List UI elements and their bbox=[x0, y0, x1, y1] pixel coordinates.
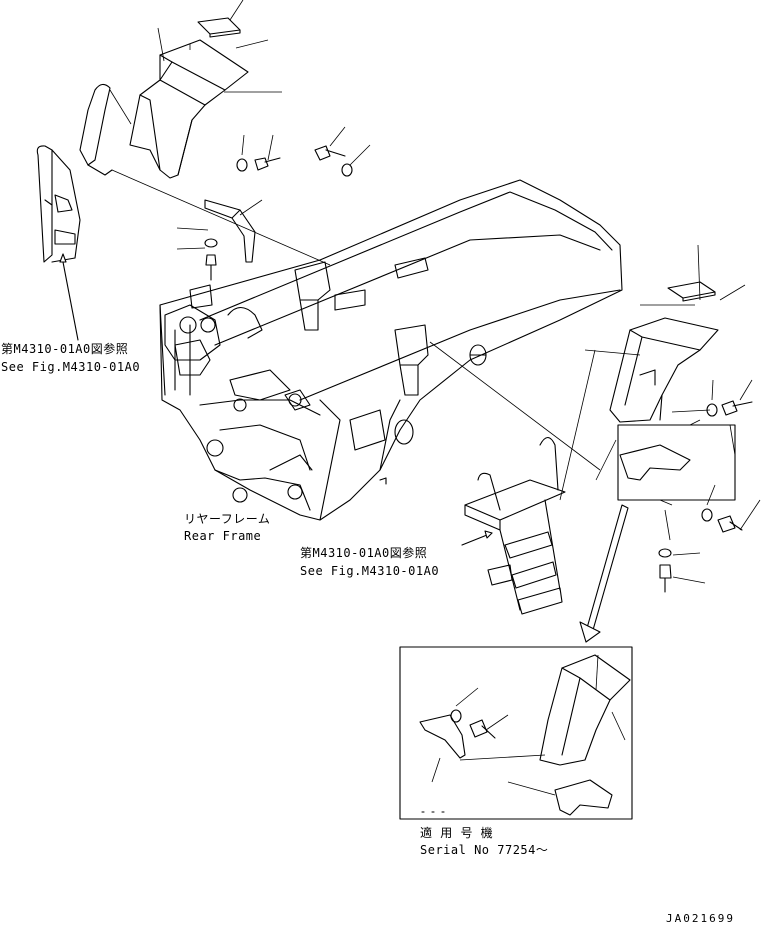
frame-mounts bbox=[294, 257, 487, 396]
serial-en: Serial No 77254～ bbox=[420, 843, 549, 857]
ref-mid-jp: 第M4310-01A0図参照 bbox=[300, 546, 428, 560]
left-fender-cover bbox=[129, 39, 249, 179]
ref-mid-en: See Fig.M4310-01A0 bbox=[300, 564, 440, 578]
right-fender-pad bbox=[667, 281, 716, 302]
right-fasteners bbox=[658, 400, 753, 593]
left-fender-pad bbox=[197, 17, 241, 38]
middle-ladder bbox=[464, 436, 566, 615]
left-ref-arrow bbox=[62, 261, 79, 341]
left-ladder bbox=[36, 83, 113, 263]
ref-left-jp: 第M4310-01A0図参照 bbox=[1, 342, 129, 356]
frame-front-assembly bbox=[164, 284, 311, 411]
rear-frame bbox=[159, 179, 623, 521]
left-fasteners bbox=[204, 145, 353, 281]
rear-frame-en: Rear Frame bbox=[184, 529, 262, 543]
middle-ref-arrow-head bbox=[484, 530, 493, 539]
right-fender-cover bbox=[609, 317, 719, 423]
drawing-code: JA021699 bbox=[666, 912, 735, 925]
leader-lines bbox=[109, 0, 761, 796]
inset-fender-cover bbox=[539, 654, 631, 766]
right-fender-bracket bbox=[617, 424, 736, 501]
left-fender-bracket bbox=[204, 199, 256, 263]
inset-fasteners bbox=[450, 709, 496, 739]
inset-direction-arrow bbox=[579, 504, 629, 643]
inset-bracket bbox=[419, 714, 613, 816]
ref-left-en: See Fig.M4310-01A0 bbox=[1, 360, 141, 374]
serial-jp: 適 用 号 機 bbox=[420, 826, 494, 840]
left-ref-arrow-head bbox=[59, 253, 67, 263]
serial-inset-box bbox=[399, 646, 633, 820]
rear-frame-jp: リヤーフレーム bbox=[184, 512, 271, 526]
